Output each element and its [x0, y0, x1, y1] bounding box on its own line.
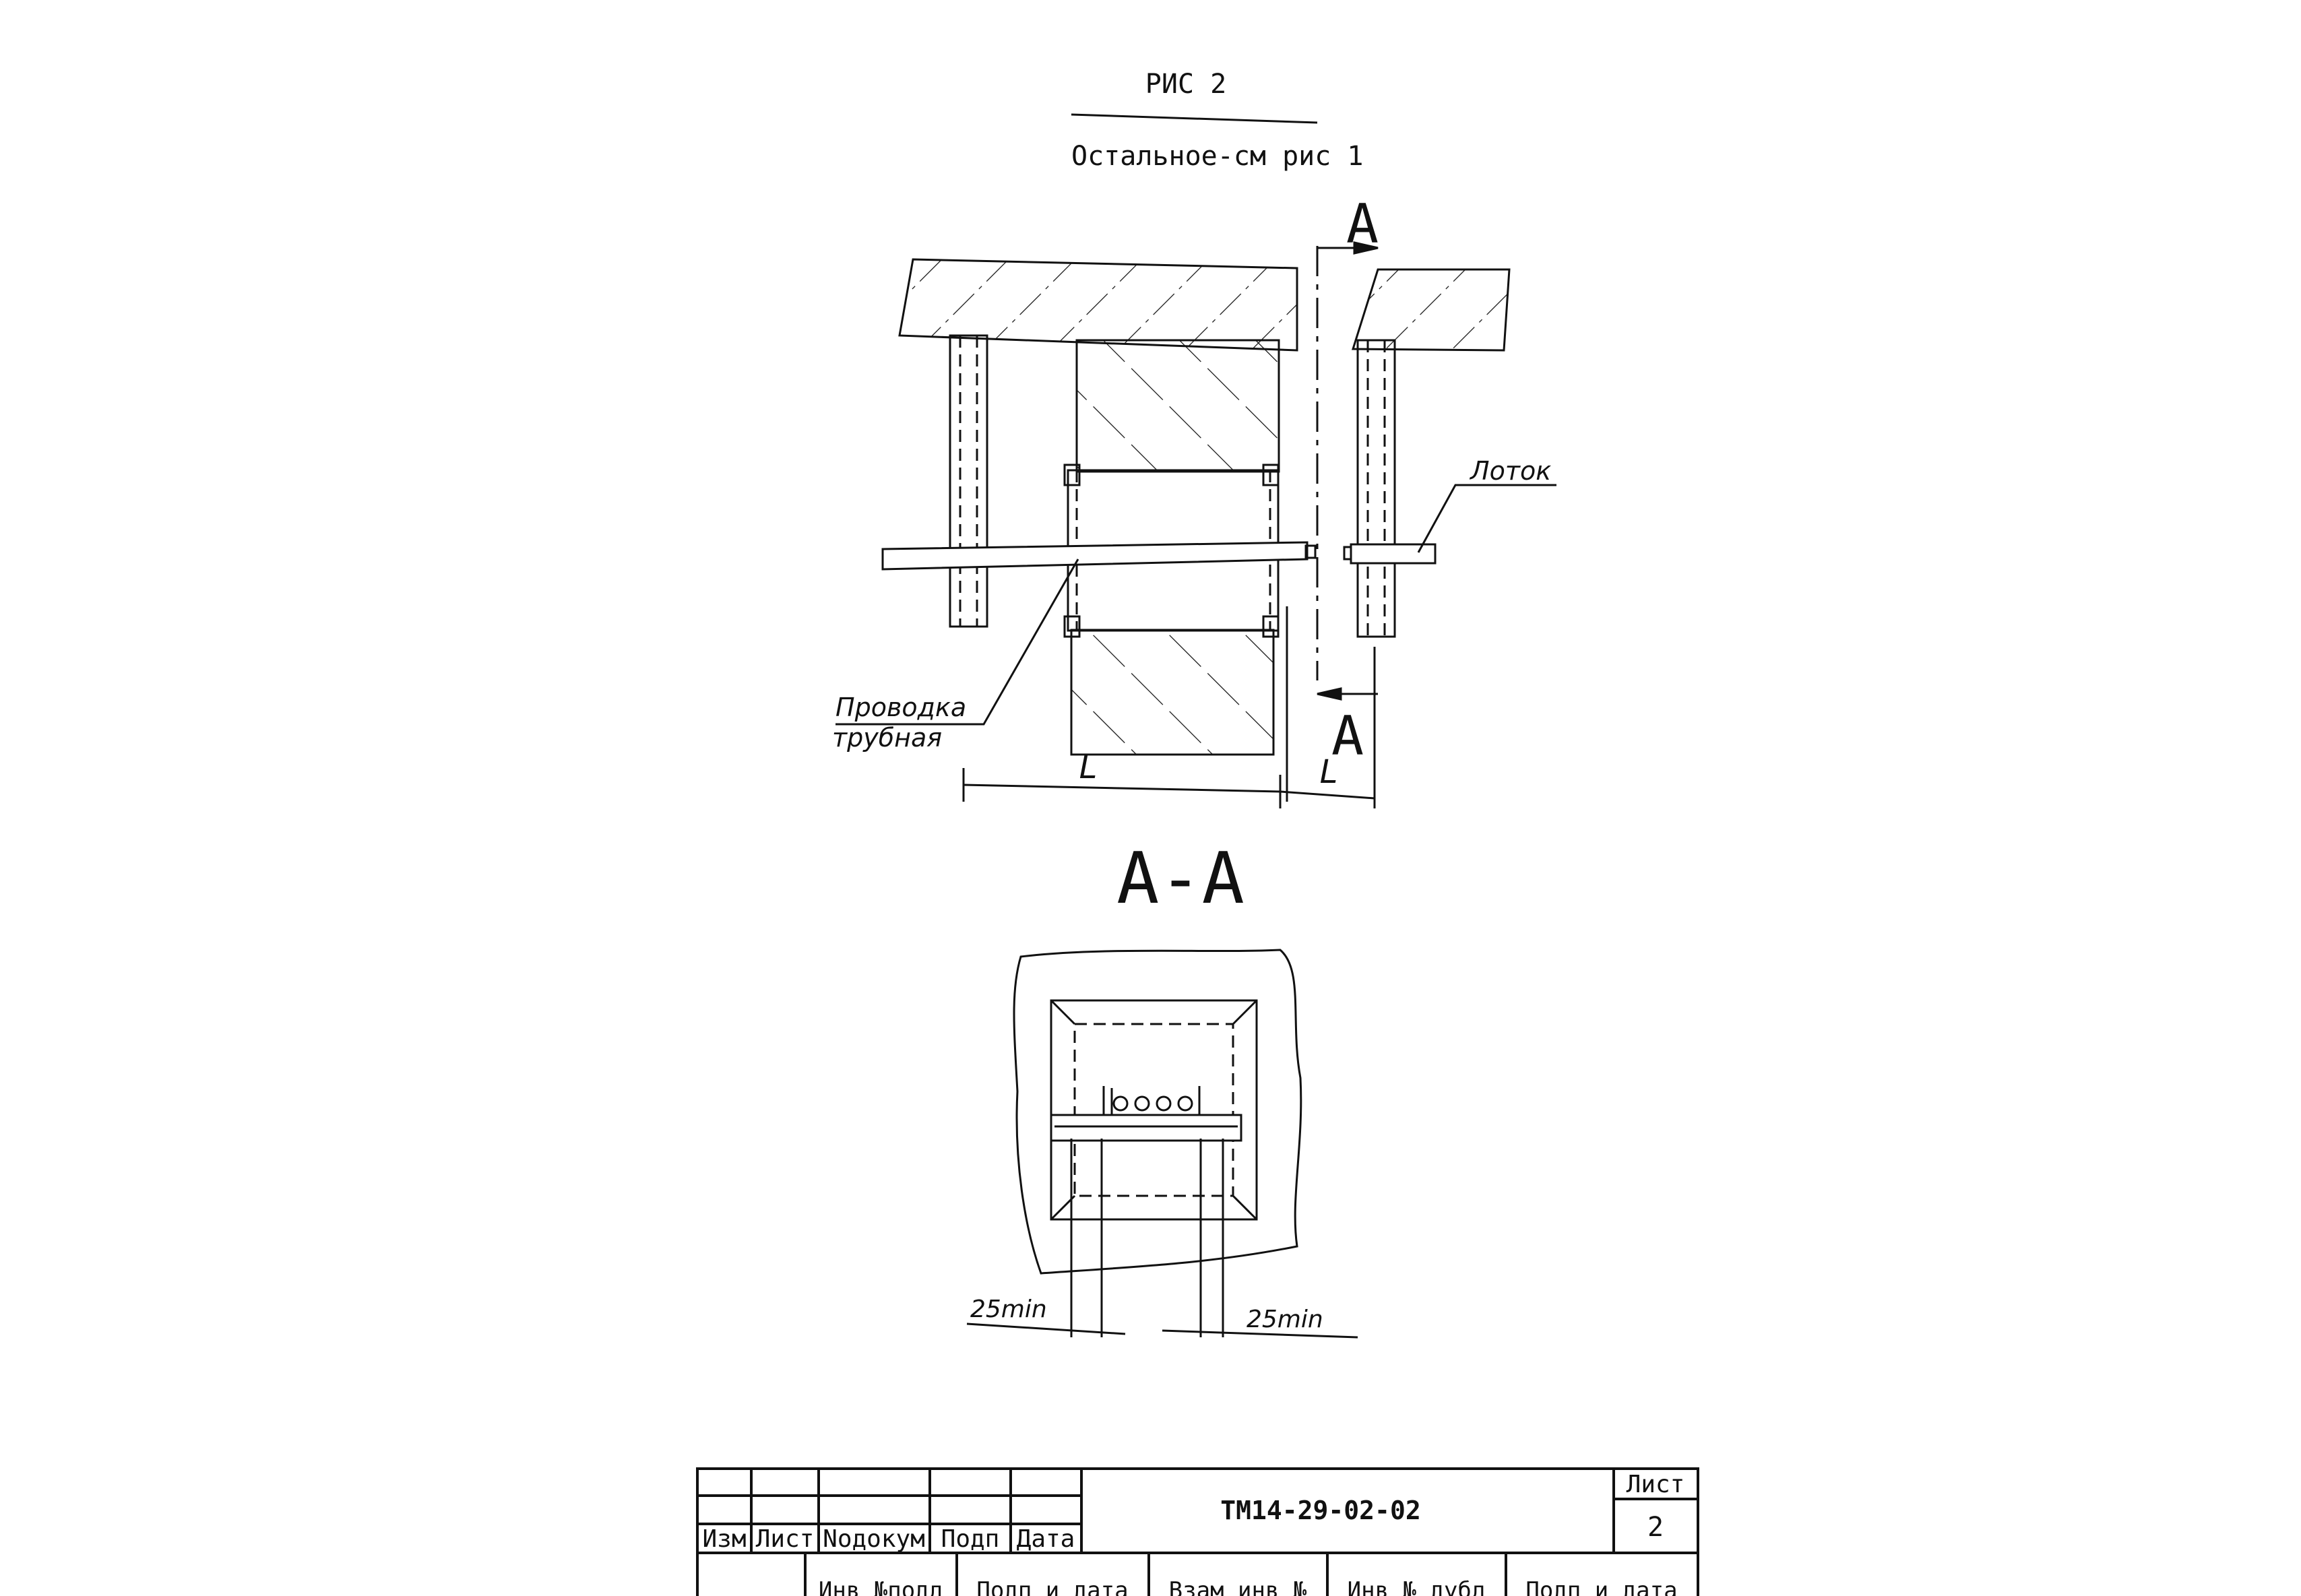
tray-label: Лоток	[1469, 456, 1551, 486]
slab-right	[1351, 268, 1511, 352]
gap-label-left: 25min	[970, 1296, 1047, 1323]
col-data: Дата	[1017, 1525, 1075, 1553]
pipe-circle	[1134, 1095, 1150, 1112]
pipe-line	[881, 541, 1309, 571]
pipe-circle	[1112, 1095, 1129, 1112]
frame-outer	[1050, 999, 1258, 1221]
wall-outline	[1013, 949, 1302, 1275]
col-ndoc: Nодокум	[823, 1525, 925, 1553]
sheet-label: Лист	[1627, 1471, 1685, 1498]
title-block-text: Изм Лист Nодокум Подп Дата ТМ14-29-02-02…	[702, 1471, 1684, 1596]
title-block	[696, 1467, 1699, 1596]
column-right	[1356, 339, 1396, 638]
section-mark-bottom: А	[1331, 705, 1364, 767]
col-izm: Изм	[702, 1525, 746, 1553]
tray-leader	[1417, 484, 1556, 553]
pipe-label-line1: Проводка	[836, 693, 966, 722]
column-left	[949, 334, 988, 628]
dim-label-left: L	[1079, 748, 1098, 786]
title-underline	[1071, 113, 1318, 124]
elevation-view	[836, 241, 1556, 808]
pipe-circle	[1156, 1095, 1172, 1112]
note-text: Остальное-см рис 1	[1071, 141, 1363, 172]
pipe-label-line2: трубная	[832, 723, 942, 753]
section-view	[966, 949, 1358, 1339]
elevation-labels: А А L L Лоток Проводка трубная	[832, 193, 1551, 791]
section-title: А-А	[1116, 837, 1244, 920]
bottom-col-inv-podl: Инв №подл	[819, 1577, 943, 1596]
header: РИС 2 Остальное-см рис 1	[1071, 69, 1363, 172]
section-mark-top: А	[1346, 193, 1379, 255]
bottom-col-vzam-inv: Взам инв №	[1169, 1577, 1307, 1596]
frame-inner	[1073, 1023, 1234, 1197]
pipe-circle	[1177, 1095, 1193, 1112]
dim-line-left	[963, 784, 1281, 793]
tray-section	[1050, 1114, 1242, 1142]
col-podp: Подп	[941, 1525, 1000, 1553]
dim-line-right	[1280, 790, 1375, 800]
sheet-number: 2	[1647, 1512, 1664, 1543]
wall-upper	[1075, 339, 1280, 473]
slab-left	[898, 258, 1298, 352]
bottom-col-inv-dubl: Инв № дубл	[1348, 1577, 1486, 1596]
wall-lower	[1070, 629, 1275, 756]
section-labels: 25min 25min	[970, 1296, 1323, 1333]
bottom-col-podp-data-2: Подп и дата	[1525, 1577, 1677, 1596]
doc-code: ТМ14-29-02-02	[1220, 1496, 1420, 1525]
tray	[1350, 543, 1437, 565]
figure-title: РИС 2	[1145, 69, 1226, 100]
bottom-col-podp-data: Подп и дата	[976, 1577, 1128, 1596]
pipe-leader	[836, 558, 1079, 726]
col-list: Лист	[756, 1525, 815, 1553]
gap-label-right: 25min	[1247, 1306, 1323, 1333]
dim-label-right: L	[1320, 753, 1338, 791]
